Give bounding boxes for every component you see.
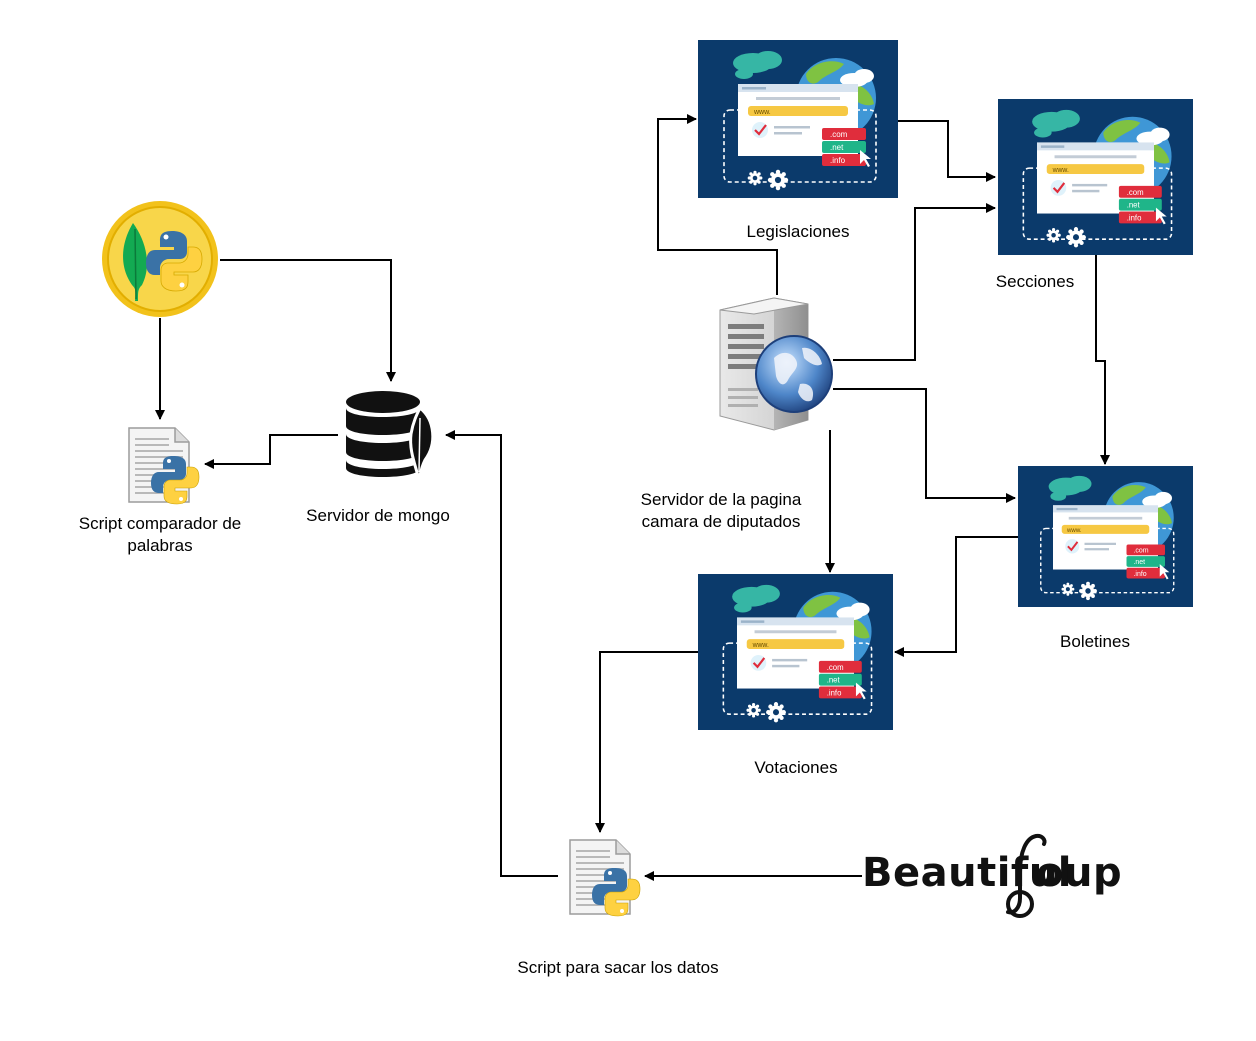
svg-text:.com: .com	[830, 130, 848, 139]
svg-text:.com: .com	[827, 663, 844, 672]
beautifulsoup-text-b: oup	[1036, 850, 1123, 896]
svg-text:.net: .net	[1127, 201, 1141, 210]
legislaciones-label: Legislaciones	[746, 222, 850, 241]
web-server-icon	[712, 288, 836, 432]
svg-text:www.: www.	[753, 109, 771, 116]
beautifulsoup-text-a: Beautiful	[862, 850, 1073, 896]
boletines-label: Boletines	[1060, 632, 1130, 651]
edge-server-boletines	[833, 388, 1016, 503]
svg-text:www.: www.	[1066, 527, 1082, 534]
scraper-script-label: Script para sacar los datos	[517, 958, 719, 977]
edge-logo-mongo	[220, 259, 396, 382]
boletines-webpage-icon: www. .com .net .info	[1018, 466, 1193, 607]
web-server-label: Servidor de la pagina camara de diputado…	[640, 490, 802, 531]
python-file-icon-comparator	[125, 426, 203, 506]
svg-text:.net: .net	[827, 676, 841, 685]
edge-scraper-mongo	[445, 430, 558, 877]
mongo-server-label: Servidor de mongo	[306, 506, 450, 525]
edge-votaciones-scraper	[595, 651, 698, 833]
svg-text:www.: www.	[752, 642, 769, 649]
svg-text:.info: .info	[1134, 571, 1147, 578]
database-icon	[345, 390, 437, 482]
edge-legislaciones-secciones	[898, 120, 996, 182]
legislaciones-webpage-icon: www. .com .net .info	[698, 40, 898, 198]
svg-text:.info: .info	[830, 156, 846, 165]
secciones-label: Secciones	[995, 272, 1075, 291]
svg-text:.com: .com	[1127, 188, 1144, 197]
beautifulsoup-logo: Beautiful oup	[860, 832, 1122, 918]
edge-boletines-votaciones	[894, 536, 1018, 657]
comparator-script-label: Script comparador de palabras	[78, 514, 242, 555]
secciones-webpage-icon: www. .com .net .info	[998, 99, 1193, 255]
svg-text:.info: .info	[827, 688, 842, 697]
edge-server-secciones	[833, 203, 996, 361]
mongo-python-icon	[100, 199, 220, 319]
votaciones-label: Votaciones	[754, 758, 838, 777]
svg-text:www.: www.	[1052, 167, 1069, 174]
svg-text:.net: .net	[830, 143, 844, 152]
edge-server-legislaciones	[657, 114, 778, 295]
edge-mongo-comparator	[204, 434, 338, 469]
votaciones-webpage-icon: www. .com .net .info	[698, 574, 893, 730]
svg-text:.com: .com	[1134, 548, 1149, 555]
python-file-icon-scraper	[566, 838, 644, 918]
svg-text:.info: .info	[1127, 213, 1142, 222]
svg-text:.net: .net	[1134, 559, 1146, 566]
edge-secciones-boletines	[1095, 255, 1110, 465]
